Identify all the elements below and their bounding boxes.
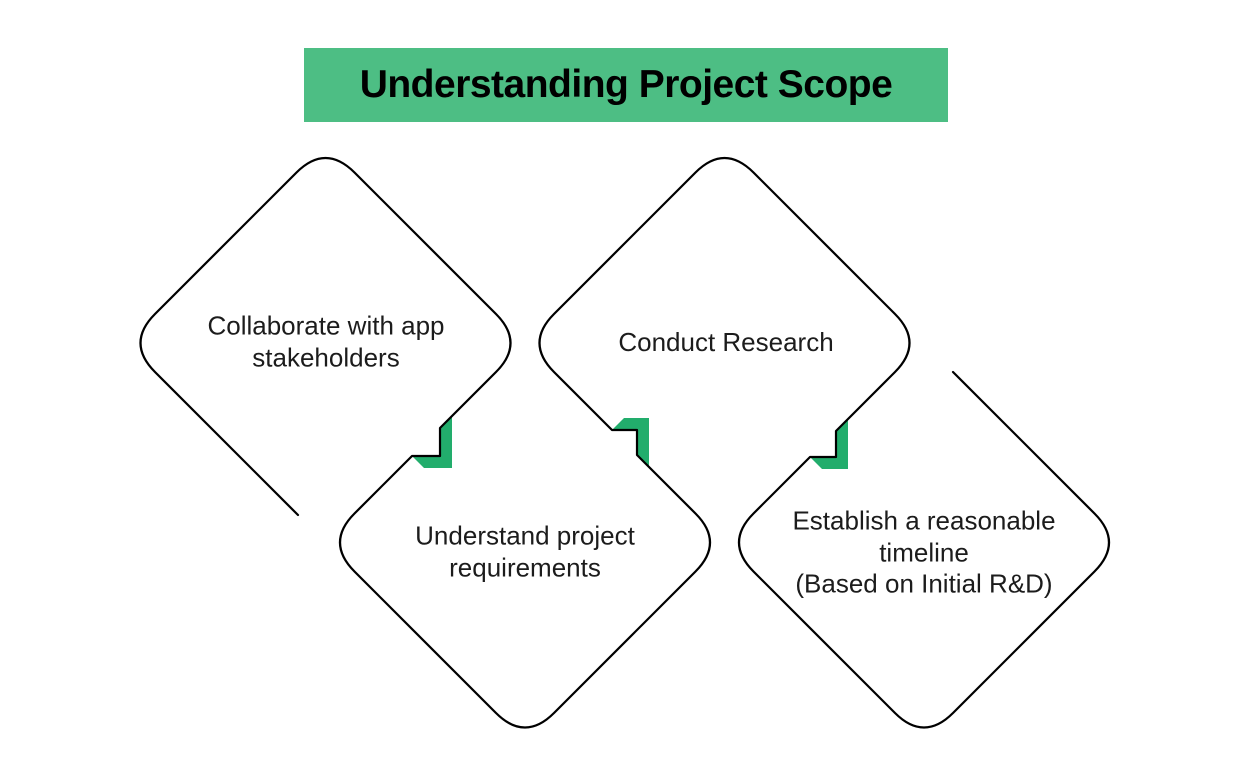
diamond-outline-path xyxy=(139,157,1110,729)
diamond-label-establish-timeline: Establish a reasonable timeline (Based o… xyxy=(792,505,1056,599)
diamond-label-collaborate-stakeholders: Collaborate with app stakeholders xyxy=(207,310,445,372)
connector-accent-3 xyxy=(810,419,848,469)
title-banner: Understanding Project Scope xyxy=(304,48,948,122)
page-title: Understanding Project Scope xyxy=(359,63,893,106)
diamond-label-understand-requirements: Understand project requirements xyxy=(415,520,635,582)
connector-accent-1 xyxy=(412,416,452,468)
connector-accent-2 xyxy=(612,418,649,467)
diamond-label-conduct-research: Conduct Research xyxy=(618,327,834,358)
